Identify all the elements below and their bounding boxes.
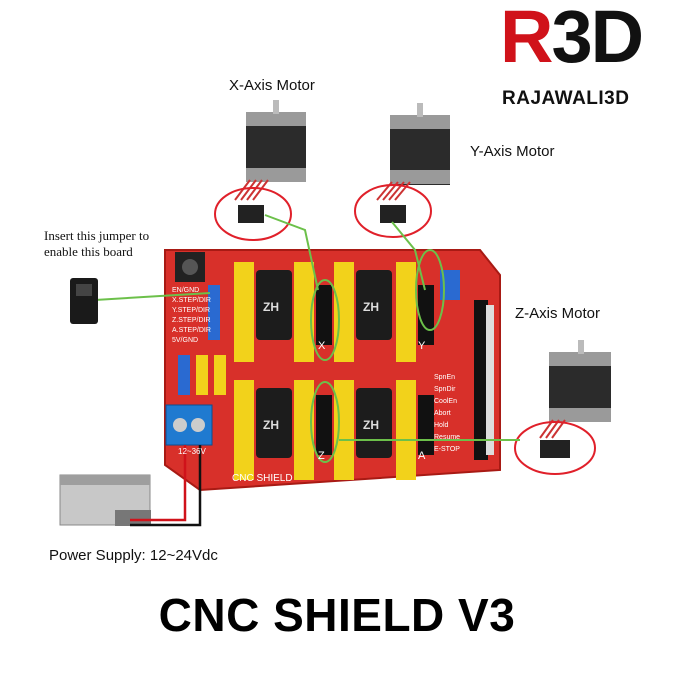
pin-label: 5V/GND: [172, 337, 199, 344]
y-axis-motor: [376, 103, 450, 223]
pin-label: E-STOP: [434, 446, 460, 453]
x-axis-motor: [234, 100, 306, 223]
page-title: CNC SHIELD V3: [158, 589, 516, 641]
x-axis-motor-label: X-Axis Motor: [229, 77, 315, 94]
pin-label: Y.STEP/DIR: [172, 307, 210, 314]
axis-mark-y: Y: [418, 340, 426, 352]
power-supply-label: Power Supply: 12~24Vdc: [49, 547, 218, 564]
axis-mark-a: A: [418, 450, 426, 462]
y-axis-motor-label: Y-Axis Motor: [470, 143, 555, 160]
capacitor-z: [256, 388, 292, 458]
chip-text-z: ZH: [263, 418, 279, 432]
pin-label: Z.STEP/DIR: [172, 317, 211, 324]
brand-logo: R3D: [500, 0, 660, 80]
logo-mark: R3D: [500, 0, 644, 78]
pin-label: X.STEP/DIR: [172, 297, 211, 304]
chip-text-y: ZH: [363, 300, 379, 314]
pin-label: Resume: [434, 434, 461, 441]
axis-mark-z: Z: [318, 450, 325, 462]
z-axis-motor-label: Z-Axis Motor: [515, 305, 601, 322]
pin-label: EN/GND: [172, 287, 200, 294]
pin-label: SpnEn: [434, 374, 456, 381]
power-voltage-label: 12~36V: [178, 447, 206, 456]
board-name: CNC SHIELD: [232, 473, 293, 484]
pin-label: CoolEn: [434, 398, 457, 405]
brand-name: RAJAWALI3D: [502, 88, 630, 109]
jumper-note: Insert this jumper to enable this board: [44, 228, 150, 259]
power-supply-unit: [59, 474, 151, 526]
cnc-shield-board: [164, 249, 501, 492]
power-terminal: [165, 404, 213, 446]
pin-label: Abort: [434, 410, 451, 417]
jumper-image: [70, 278, 98, 324]
annotation-lines: [94, 214, 520, 463]
capacitor-y: [356, 270, 392, 340]
z-axis-motor: [539, 340, 611, 458]
right-pin-labels: SpnEn SpnDir CoolEn Abort Hold Resume E-…: [434, 372, 474, 456]
pin-label: A.STEP/DIR: [172, 327, 211, 334]
chip-text-a: ZH: [363, 418, 379, 432]
pin-label: SpnDir: [434, 386, 456, 393]
left-pin-labels: EN/GND X.STEP/DIR Y.STEP/DIR Z.STEP/DIR …: [172, 286, 212, 346]
pin-label: Hold: [434, 422, 449, 429]
capacitor-x: [256, 270, 292, 340]
axis-mark-x: X: [318, 340, 326, 352]
chip-text-x: ZH: [263, 300, 279, 314]
